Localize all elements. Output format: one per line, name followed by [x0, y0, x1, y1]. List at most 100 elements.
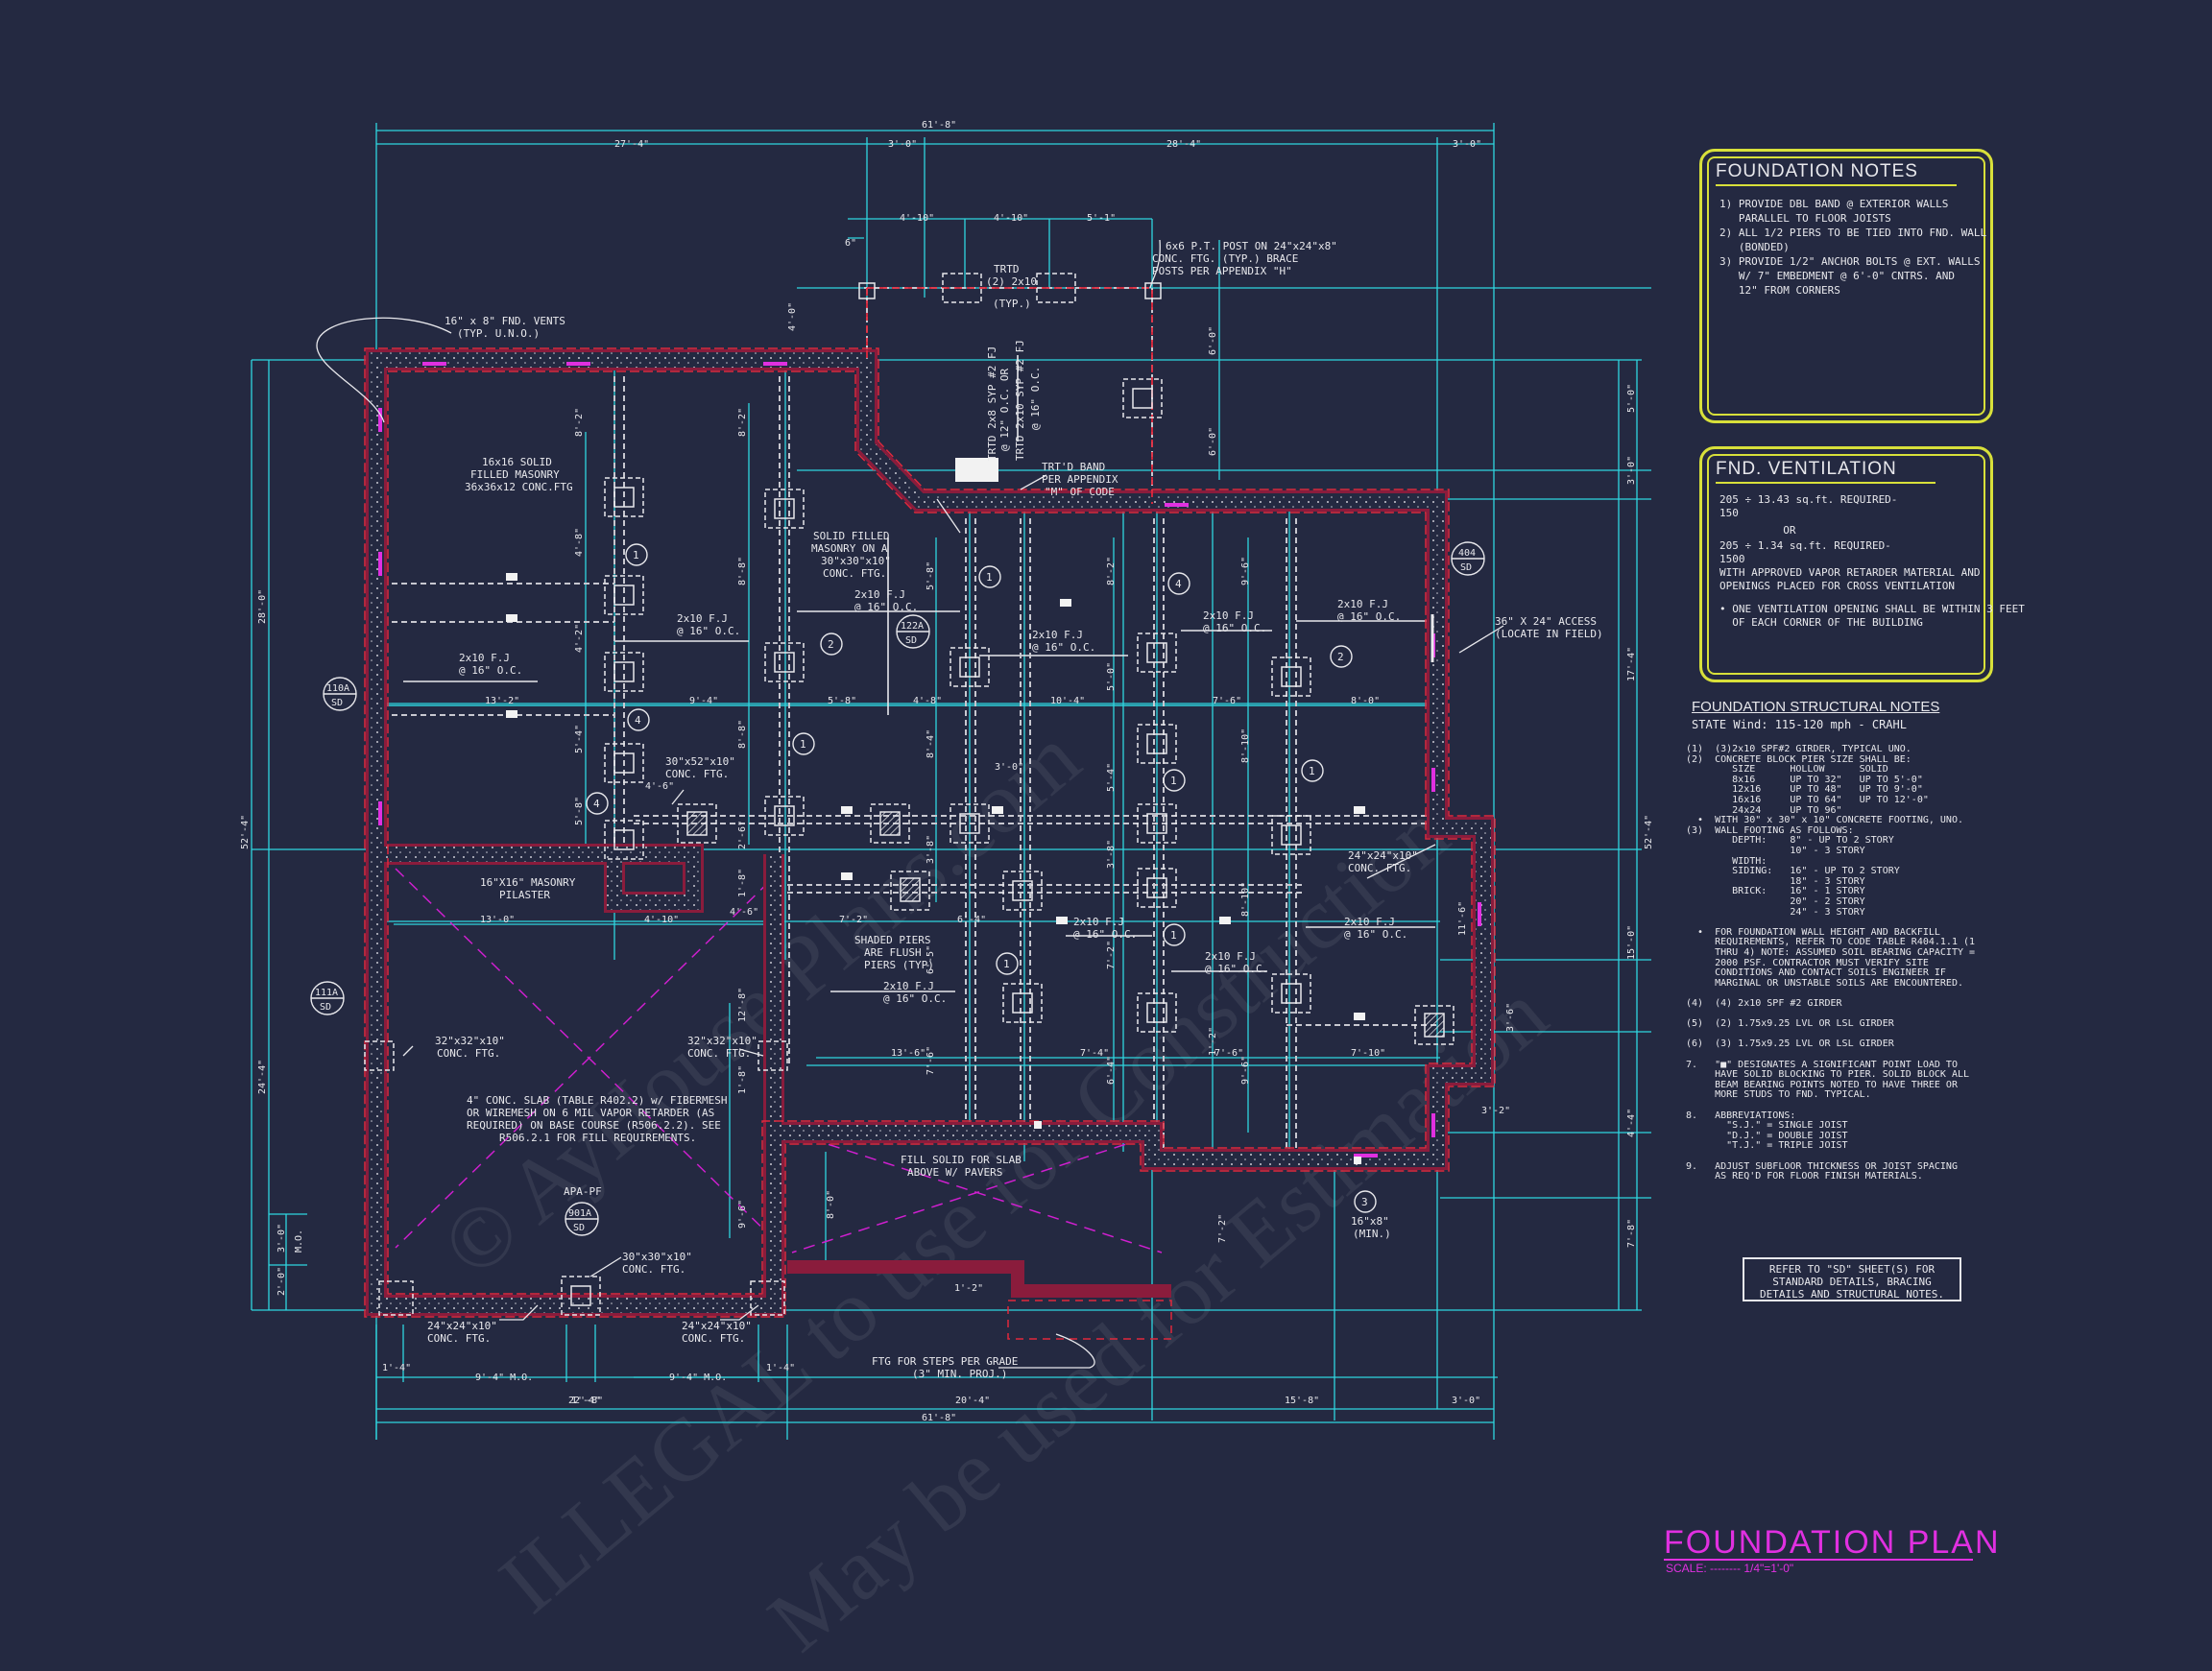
- slab-diagonals: [395, 868, 1163, 1253]
- ventilation-notes-title: FND. VENTILATION: [1716, 459, 1936, 484]
- foundation-note-line: 3) PROVIDE 1/2" ANCHOR BOLTS @ EXT. WALL…: [1719, 255, 1981, 268]
- svg-text:@ 16" O.C.: @ 16" O.C.: [1032, 641, 1095, 654]
- svg-text:PER APPENDIX: PER APPENDIX: [1042, 473, 1118, 486]
- structural-note-line: • WITH 30" x 30" x 10" CONCRETE FOOTING,…: [1686, 815, 1963, 826]
- svg-text:5'-0": 5'-0": [1626, 384, 1637, 413]
- svg-text:3'-8": 3'-8": [926, 835, 936, 864]
- svg-text:12'-8": 12'-8": [737, 988, 748, 1022]
- structural-note-line: 10" - 3 STORY: [1686, 846, 1865, 856]
- svg-text:"M" OF CODE: "M" OF CODE: [1045, 486, 1115, 498]
- svg-text:36x36x12 CONC.FTG: 36x36x12 CONC.FTG: [465, 481, 573, 493]
- foundation-walls-fill: [369, 352, 1491, 1313]
- svg-text:13'-2": 13'-2": [485, 696, 519, 706]
- svg-text:15'-0": 15'-0": [1626, 925, 1637, 960]
- svg-text:CONC. FTG.: CONC. FTG.: [1348, 862, 1411, 874]
- title-underline: [1664, 1559, 1973, 1561]
- ventilation-note-line: 205 ÷ 1.34 sq.ft. REQUIRED-: [1719, 539, 1891, 552]
- svg-text:@ 16" O.C.: @ 16" O.C.: [459, 664, 522, 677]
- svg-text:4'-10": 4'-10": [900, 213, 934, 224]
- svg-text:16"x8": 16"x8": [1351, 1215, 1389, 1228]
- svg-text:@ 12" O.C. OR: @ 12" O.C. OR: [998, 369, 1011, 451]
- svg-text:1: 1: [1170, 929, 1177, 942]
- svg-text:32"x32"x10": 32"x32"x10": [435, 1035, 505, 1047]
- svg-text:5'-8": 5'-8": [828, 696, 856, 706]
- svg-text:6'-4": 6'-4": [957, 915, 986, 925]
- svg-text:7'-6": 7'-6": [926, 1046, 936, 1075]
- svg-text:2: 2: [1337, 651, 1344, 663]
- svg-text:1: 1: [800, 738, 806, 751]
- svg-text:4" CONC. SLAB (TABLE R402.2) w: 4" CONC. SLAB (TABLE R402.2) w/ FIBERMES…: [467, 1094, 728, 1107]
- svg-text:8'-10": 8'-10": [1240, 728, 1251, 763]
- structural-note-line: "D.J." = DOUBLE JOIST: [1686, 1130, 1848, 1141]
- svg-text:CONC. FTG.: CONC. FTG.: [437, 1047, 500, 1060]
- svg-text:27'-4": 27'-4": [614, 139, 649, 150]
- svg-text:2x10 F.J: 2x10 F.J: [1032, 629, 1083, 641]
- structural-note-line: BEAM BEARING POINTS NOTED TO HAVE THREE …: [1686, 1079, 1958, 1090]
- dimension-lines: [251, 123, 1651, 1440]
- svg-text:1'-8": 1'-8": [737, 869, 748, 897]
- svg-text:7'-2": 7'-2": [1106, 941, 1117, 969]
- svg-text:1'-2": 1'-2": [1208, 1027, 1218, 1056]
- svg-text:8'-2": 8'-2": [574, 408, 585, 437]
- label-vents: 16" x 8" FND. VENTS: [445, 315, 565, 327]
- wall-outline: [364, 347, 1496, 1318]
- structural-note-line: 9. ADJUST SUBFLOOR THICKNESS OR JOIST SP…: [1686, 1160, 1958, 1172]
- svg-text:CONC. FTG. (TYP.) BRACE: CONC. FTG. (TYP.) BRACE: [1152, 252, 1298, 265]
- svg-text:6x6 P.T. POST ON 24"x24"x8": 6x6 P.T. POST ON 24"x24"x8": [1166, 240, 1337, 252]
- structural-note-line: "S.J." = SINGLE JOIST: [1686, 1120, 1848, 1132]
- svg-text:SD: SD: [1460, 562, 1472, 573]
- svg-text:2x10 F.J: 2x10 F.J: [1203, 609, 1254, 622]
- structural-note-line: 20" - 2 STORY: [1686, 896, 1865, 907]
- svg-text:3'-6": 3'-6": [1505, 1003, 1516, 1032]
- svg-text:@ 16" O.C.: @ 16" O.C.: [1205, 963, 1268, 975]
- structural-note-line: 2000 PSF. CONTRACTOR MUST VERIFY SITE: [1686, 957, 1929, 968]
- svg-text:3'-0": 3'-0": [1452, 1396, 1480, 1406]
- reference-note-line: REFER TO "SD" SHEET(S) FOR: [1768, 1263, 1936, 1276]
- reference-note: REFER TO "SD" SHEET(S) FOR STANDARD DETA…: [1743, 1257, 1961, 1301]
- svg-text:2x10 F.J: 2x10 F.J: [1205, 950, 1256, 963]
- svg-text:1'-2": 1'-2": [954, 1283, 983, 1294]
- svg-text:24"x24"x10": 24"x24"x10": [427, 1320, 497, 1332]
- svg-text:2x10 F.J: 2x10 F.J: [677, 612, 728, 625]
- svg-text:2x10 F.J: 2x10 F.J: [1337, 598, 1388, 610]
- structural-note-line: MORE STUDS TO FND. TYPICAL.: [1686, 1089, 1871, 1101]
- svg-text:5'-8": 5'-8": [926, 561, 936, 590]
- plan-labels: 16" x 8" FND. VENTS (TYP. U.N.O.) 16x16 …: [315, 240, 1603, 1380]
- svg-text:FILL SOLID FOR SLAB: FILL SOLID FOR SLAB: [901, 1154, 1022, 1166]
- svg-text:(2) 2x10: (2) 2x10: [986, 275, 1037, 288]
- svg-text:SOLID FILLED: SOLID FILLED: [813, 530, 889, 542]
- svg-text:28'-4": 28'-4": [1166, 139, 1201, 150]
- foundation-note-line: 1) PROVIDE DBL BAND @ EXTERIOR WALLS: [1719, 198, 1949, 210]
- foundation-note-line: PARALLEL TO FLOOR JOISTS: [1719, 212, 1891, 225]
- structural-notes-title: FOUNDATION STRUCTURAL NOTES: [1692, 699, 1940, 715]
- structural-note-line: 16x16 UP TO 64" UP TO 12'-0": [1686, 795, 1929, 805]
- structural-note-line: WIDTH:: [1686, 855, 1767, 867]
- svg-text:CONC. FTG.: CONC. FTG.: [665, 768, 729, 780]
- svg-text:2x10 F.J: 2x10 F.J: [459, 652, 510, 664]
- svg-text:4'-4": 4'-4": [1626, 1109, 1637, 1137]
- svg-text:3'-0": 3'-0": [276, 1224, 287, 1253]
- svg-text:1: 1: [1309, 765, 1315, 777]
- svg-text:SD: SD: [573, 1223, 585, 1233]
- svg-text:(3" MIN. PROJ.): (3" MIN. PROJ.): [912, 1368, 1007, 1380]
- svg-text:52'-4": 52'-4": [1644, 815, 1654, 849]
- svg-text:8'-0": 8'-0": [1351, 696, 1380, 706]
- svg-text:15'-8": 15'-8": [1285, 1396, 1319, 1406]
- svg-text:1: 1: [633, 549, 639, 561]
- foundation-note-line: W/ 7" EMBEDMENT @ 6'-0" CNTRS. AND: [1719, 270, 1956, 282]
- ventilation-note-line: OF EACH CORNER OF THE BUILDING: [1719, 616, 1923, 629]
- svg-text:2x10 F.J: 2x10 F.J: [883, 980, 934, 992]
- svg-text:32"x32"x10": 32"x32"x10": [687, 1035, 757, 1047]
- dimension-text-vertical: 28'-0" 52'-4" 24'-4" 3'-0" 2'-0" M.O. 5'…: [240, 302, 1654, 1296]
- svg-text:7'-4": 7'-4": [1080, 1048, 1109, 1059]
- structural-note-line: (4) (4) 2x10 SPF #2 GIRDER: [1686, 998, 1842, 1009]
- svg-text:@ 16" O.C.: @ 16" O.C.: [677, 625, 740, 637]
- structural-note-line: (5) (2) 1.75x9.25 LVL OR LSL GIRDER: [1686, 1018, 1894, 1030]
- structural-note-line: 12x16 UP TO 48" UP TO 9'-0": [1686, 784, 1923, 796]
- structural-note-line: SIDING: 16" - UP TO 2 STORY: [1686, 866, 1900, 877]
- svg-text:4: 4: [635, 714, 641, 727]
- svg-text:8'-10": 8'-10": [1240, 882, 1251, 917]
- svg-text:9'-4" M.O.: 9'-4" M.O.: [669, 1373, 727, 1383]
- structural-note-line: "T.J." = TRIPLE JOIST: [1686, 1140, 1848, 1152]
- svg-text:52'-4": 52'-4": [240, 815, 251, 849]
